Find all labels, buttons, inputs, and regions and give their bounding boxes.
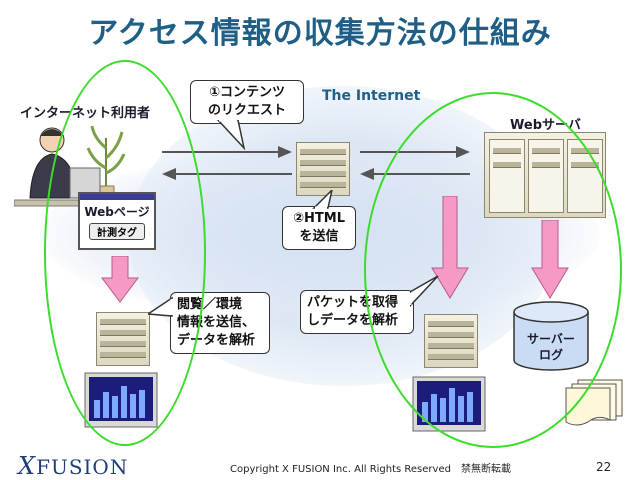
- callout-request-tail: [216, 120, 246, 150]
- callout-html-line1: ②HTML: [293, 211, 345, 226]
- the-internet-label: The Internet: [322, 88, 421, 104]
- callout-content-request: ①コンテンツ のリクエスト: [190, 80, 304, 124]
- callout-packet-capture: パケットを取得 しデータを解析: [300, 290, 414, 334]
- callout-request-line1: ①コンテンツ: [208, 85, 285, 100]
- callout-html-tail: [312, 190, 333, 210]
- fusion-logo: XFUSION: [18, 452, 128, 480]
- fusion-logo-text: FUSION: [36, 455, 129, 479]
- internet-router: [296, 142, 350, 196]
- callout-html-line2: を送信: [299, 229, 339, 244]
- report-documents-icon: [565, 379, 623, 426]
- server-side-highlight-ellipse: [364, 92, 622, 448]
- user-side-highlight-ellipse: [44, 60, 206, 446]
- page-number: 22: [596, 460, 612, 474]
- callout-request-line2: のリクエスト: [207, 103, 286, 118]
- fusion-logo-mark: X: [18, 452, 37, 480]
- copyright-text: Copyright X FUSION Inc. All Rights Reser…: [230, 464, 511, 475]
- callout-html-send: ②HTML を送信: [282, 206, 356, 250]
- page-title: アクセス情報の収集方法の仕組み: [88, 16, 552, 51]
